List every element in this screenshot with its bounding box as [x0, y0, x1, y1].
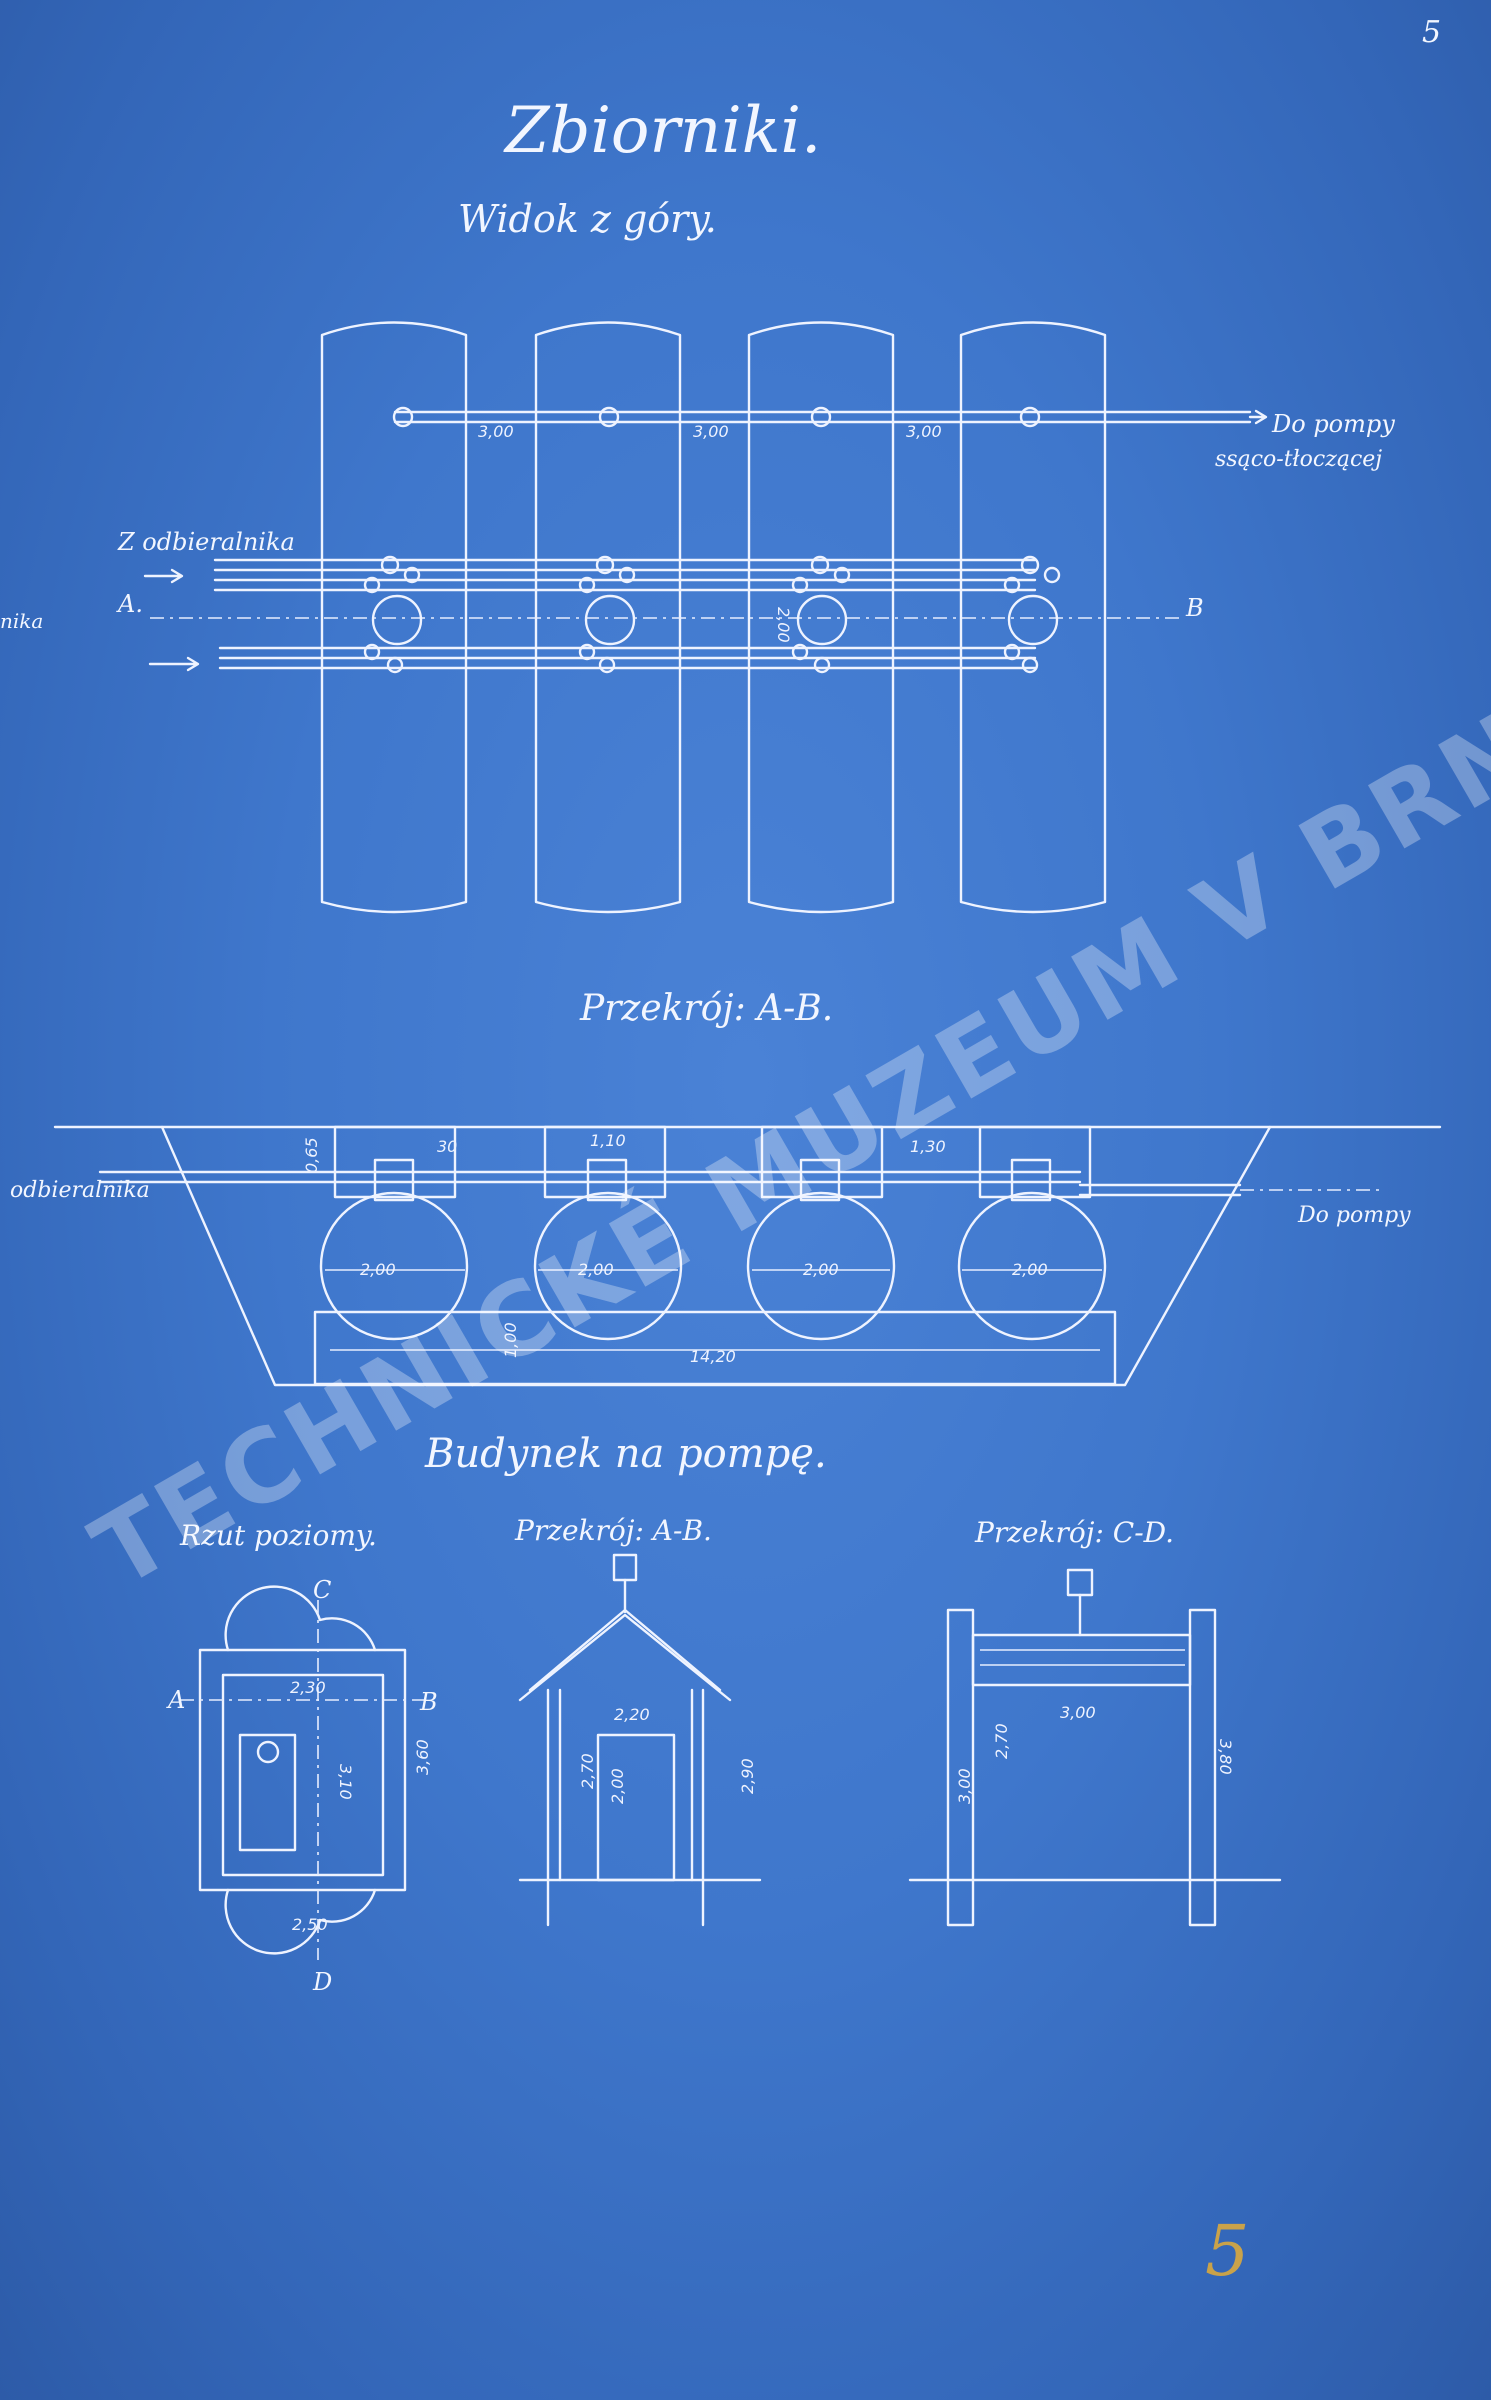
top-view: 3,00 3,00 3,00 Do pompy ssąco-tłoczącej …: [0, 321, 1395, 914]
section-label-a: A.: [116, 590, 143, 618]
building-section-cd: 3,00 3,00 2,70 3,80: [908, 1568, 1282, 1927]
dim-label: 2,70: [578, 1753, 597, 1789]
foundation: [313, 1310, 1117, 1386]
plan-label-c: C: [313, 1576, 331, 1604]
tank-1: [320, 321, 468, 914]
valve-icon: [1019, 406, 1041, 428]
dim-label: 3,10: [336, 1764, 355, 1800]
dim-label: 3,00: [955, 1768, 974, 1804]
door: [596, 1733, 676, 1882]
plan-title: Rzut poziomy.: [179, 1519, 377, 1552]
dim-label: 2,00: [578, 1260, 614, 1279]
manhole: [1007, 594, 1059, 646]
building-section-ab: 2,20 2,70 2,00 2,90: [518, 1553, 762, 1927]
dim-label: 2,00: [608, 1768, 627, 1804]
pencil-page-number: 5: [1205, 2210, 1250, 2292]
tank-section: [957, 1191, 1107, 1341]
tank-section: [319, 1191, 469, 1341]
arrow-icon: [148, 656, 200, 672]
roof: [528, 1608, 722, 1692]
manhole: [796, 594, 848, 646]
dim-label: 2,30: [290, 1678, 326, 1697]
dim-vertical: 2,00: [774, 607, 793, 643]
manholes: [363, 555, 1061, 674]
section-label-b: B: [1185, 594, 1204, 622]
top-view-title: Widok z góry.: [458, 197, 717, 241]
section-ab-title: Przekrój: A-B.: [579, 988, 833, 1029]
manhole: [371, 594, 423, 646]
dim-label: 2,70: [992, 1723, 1011, 1759]
dim-label: 2,90: [738, 1758, 757, 1794]
dim-label: 2,00: [803, 1260, 839, 1279]
dim-label: 3,00: [906, 422, 942, 441]
dim-label: 2,20: [614, 1705, 650, 1724]
tank-section: [746, 1191, 896, 1341]
page-number: 5: [1422, 15, 1441, 50]
pump: [238, 1733, 297, 1852]
label-suction-pressure: ssąco-tłoczącej: [1215, 447, 1382, 472]
valve-icon: [810, 406, 832, 428]
dim-label: 0,65: [302, 1137, 321, 1173]
plan-walls: [198, 1648, 407, 1892]
tank-outlines: [320, 321, 1107, 914]
suction-pipe: 3,00 3,00 3,00: [392, 406, 1268, 441]
label-to-pump: Do pompy: [1297, 1203, 1411, 1228]
building-title: Budynek na pompę.: [424, 1431, 827, 1477]
label-from-receiver: odbieralnika: [10, 1178, 150, 1203]
dim-label: 1,00: [501, 1322, 520, 1358]
dim-label: 2,00: [1012, 1260, 1048, 1279]
dim-label: 14,20: [690, 1347, 736, 1366]
dim-label: 1,30: [910, 1137, 946, 1156]
sheet-title: Zbiorniki.: [503, 94, 821, 168]
valve-icon: [598, 406, 620, 428]
plan-label-b: B: [419, 1688, 438, 1716]
plan-view: A B C D 2,30 3,60 3,10 2,50: [166, 1576, 438, 1996]
section-ab: odbieralnika Do pompy 2,00 2,00 2,00 2,0…: [10, 1125, 1442, 1387]
inlet-pipes: [143, 558, 1037, 672]
tank-section: [533, 1191, 683, 1341]
dim-label: 3,60: [413, 1739, 432, 1775]
label-left-edge: nika: [0, 609, 43, 633]
arrow-icon: [1248, 409, 1268, 425]
plan-label-a: A: [166, 1686, 185, 1714]
dim-label: 2,00: [360, 1260, 396, 1279]
dim-label: 30: [437, 1137, 457, 1156]
door-swing: [224, 1585, 377, 1652]
dim-label: 2,50: [292, 1915, 328, 1934]
label-from-receiver: Z odbieralnika: [117, 528, 295, 556]
plan-label-d: D: [312, 1968, 332, 1996]
building-section-ab-title: Przekrój: A-B.: [514, 1514, 712, 1547]
dim-label: 3,80: [1216, 1739, 1235, 1775]
door-swing: [224, 1888, 377, 1955]
manhole: [584, 594, 636, 646]
dim-label: 3,00: [693, 422, 729, 441]
dim-label: 3,00: [478, 422, 514, 441]
arrow-icon: [143, 568, 184, 584]
dim-label: 3,00: [1060, 1703, 1096, 1722]
label-to-pump: Do pompy: [1271, 410, 1395, 438]
dim-label: 1,10: [590, 1131, 626, 1150]
valve-icon: [392, 406, 414, 428]
tank-2: [534, 321, 682, 914]
building-section-cd-title: Przekrój: C-D.: [974, 1516, 1174, 1549]
tank-4: [959, 321, 1107, 914]
roof: [971, 1633, 1192, 1687]
tank-3: [747, 321, 895, 914]
